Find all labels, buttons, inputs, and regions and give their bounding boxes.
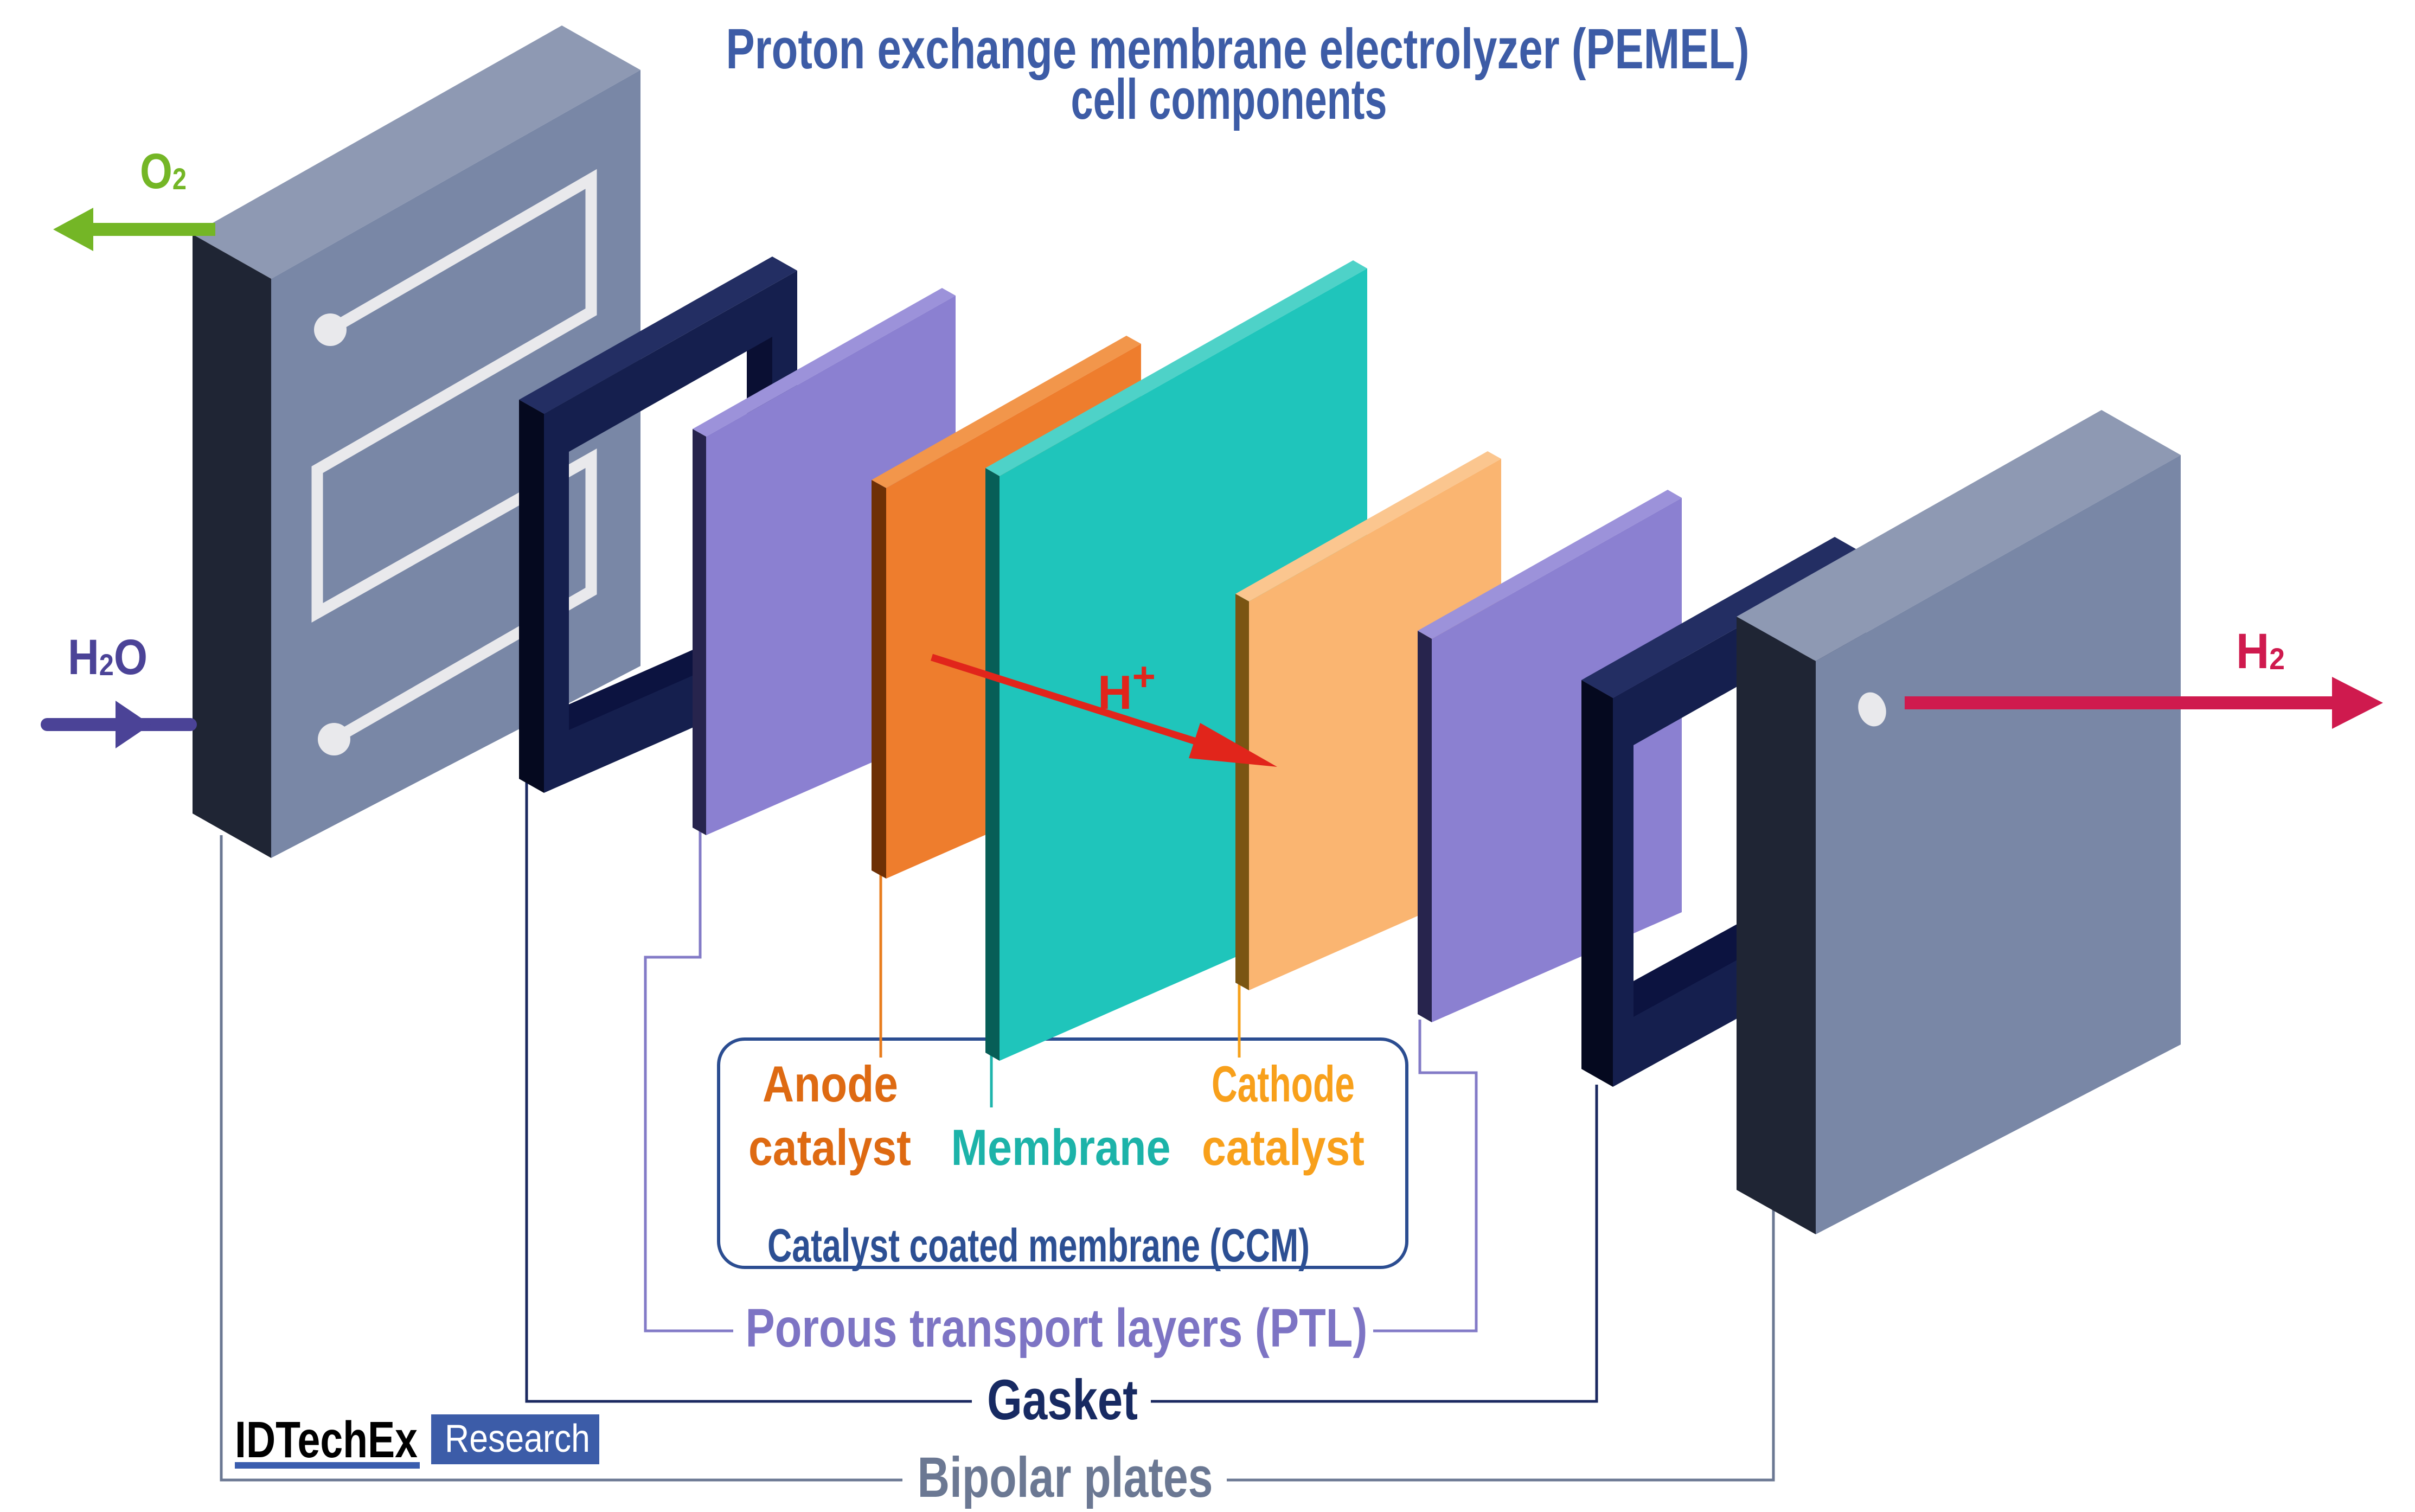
svg-text:Cathode: Cathode [1212,1055,1355,1112]
svg-text:Proton exchange membrane elect: Proton exchange membrane electrolyzer (P… [726,17,1750,81]
svg-text:catalyst: catalyst [1202,1119,1365,1176]
svg-text:Membrane: Membrane [951,1119,1171,1176]
svg-text:Gasket: Gasket [987,1368,1138,1432]
svg-text:IDTechEx: IDTechEx [235,1411,418,1469]
svg-text:Anode: Anode [763,1055,898,1112]
svg-text:catalyst: catalyst [748,1119,911,1176]
svg-text:Porous transport layers (PTL): Porous transport layers (PTL) [746,1298,1368,1359]
svg-text:Bipolar plates: Bipolar plates [918,1446,1213,1509]
svg-text:O2: O2 [140,144,187,199]
svg-text:Catalyst coated membrane (CCM): Catalyst coated membrane (CCM) [767,1220,1310,1272]
svg-text:Research: Research [445,1417,590,1460]
svg-text:cell components: cell components [1071,68,1387,131]
